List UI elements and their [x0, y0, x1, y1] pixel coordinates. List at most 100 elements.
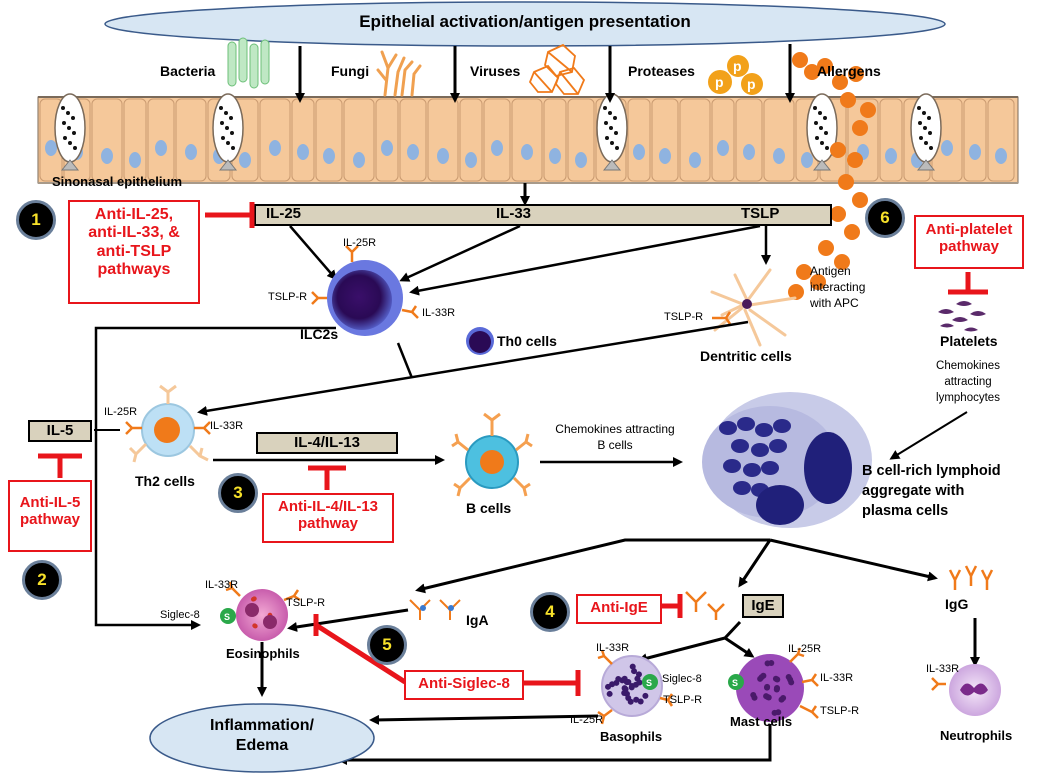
baso-siglec-glyph: S [646, 678, 652, 688]
platelets-label: Platelets [940, 333, 998, 349]
th2-input-lines [94, 320, 749, 630]
cell-nucleus [269, 140, 281, 156]
th2-il33r-label: IL-33R [210, 420, 244, 432]
protease-glyph-2: p [733, 58, 742, 74]
cell-nucleus [407, 144, 419, 160]
anti-siglec8-box: Anti-Siglec-8 [404, 670, 524, 700]
outcome-line-2: Edema [235, 737, 289, 754]
allergen-particle [804, 64, 820, 80]
bacteria-label: Bacteria [160, 63, 216, 79]
baso-il33r-label: IL-33R [596, 642, 630, 654]
eos-tslpr-label: TSLP-R [286, 597, 326, 609]
plasma-cell [743, 463, 761, 477]
cell-nucleus [801, 152, 813, 168]
epithelial-cell [291, 98, 315, 182]
th0-label: Th0 cells [497, 333, 557, 349]
protease-glyph-1: p [715, 74, 724, 90]
il4-il13-box: IL-4/IL-13 [256, 432, 398, 454]
cytokine-bar [254, 204, 832, 226]
epithelial-cell [735, 98, 763, 182]
il33-label: IL-33 [496, 205, 532, 222]
allergen-particle [860, 102, 876, 118]
basophils-label: Basophils [600, 729, 663, 744]
chemokine-bcell-note: Chemokines attracting B cells [550, 421, 680, 453]
cell-nucleus [129, 152, 141, 168]
proteases-icon: p p p [708, 55, 763, 95]
cell-nucleus [323, 148, 335, 164]
inhibitor-3 [308, 465, 346, 490]
th2-il25r-label: IL-25R [104, 406, 138, 418]
plasma-cell [773, 419, 791, 433]
epithelial-cell [651, 98, 679, 182]
outcome-ellipse [149, 703, 375, 773]
allergen-particle [852, 192, 868, 208]
allergen-particle [834, 254, 850, 270]
cell-nucleus [491, 140, 503, 156]
neutrophil-cell [931, 664, 1001, 716]
outcome-label: Inflammation/ Edema [150, 716, 374, 756]
plasma-cell [733, 481, 751, 495]
antibody-arrows [287, 538, 980, 667]
mast-il33r-label: IL-33R [820, 672, 854, 684]
fungi-icon [376, 50, 422, 97]
allergen-particle [847, 152, 863, 168]
allergen-particle [848, 66, 864, 82]
cell-nucleus [659, 148, 671, 164]
cell-nucleus [185, 144, 197, 160]
eosinophil-cell: S [220, 581, 301, 641]
chemo-lymph-line-2: attracting [944, 376, 992, 388]
step-number-6: 6 [865, 198, 905, 238]
epithelial-cell [343, 98, 375, 182]
allergen-particle [810, 274, 826, 290]
mast-siglec-glyph: S [732, 678, 738, 688]
cell-nucleus [45, 140, 57, 156]
ilc2-il33r-label: IL-33R [422, 307, 456, 319]
plasma-cell [769, 439, 787, 453]
proteases-label: Proteases [628, 63, 695, 79]
allergen-particle [844, 224, 860, 240]
cell-nucleus [689, 152, 701, 168]
epithelial-cell [543, 98, 567, 182]
protease-glyph-3: p [747, 76, 756, 92]
neut-il33r-label: IL-33R [926, 663, 960, 675]
cell-nucleus [549, 148, 561, 164]
chemokine-lymphocyte-note: Chemokines attracting lymphocytes [920, 358, 1016, 406]
cell-nucleus [633, 144, 645, 160]
epithelial-cell [679, 98, 711, 182]
step-number-3: 3 [218, 473, 258, 513]
il5-box: IL-5 [28, 420, 92, 442]
antigen-note-line-1: Antigen [810, 264, 851, 278]
cell-nucleus [575, 152, 587, 168]
dc-tslpr-label: TSLP-R [664, 311, 704, 323]
outcome-line-1: Inflammation/ [209, 717, 314, 734]
anti-il5-line-1: Anti-IL-5 [19, 494, 81, 511]
b-cells-label: B cells [466, 500, 512, 516]
epithelial-cell [511, 98, 543, 182]
plasma-cell [761, 461, 779, 475]
aggregate-note: B cell-rich lymphoid aggregate with plas… [862, 461, 1001, 521]
ige-box: IgE [742, 594, 784, 618]
epithelial-cell [459, 98, 483, 182]
eos-siglec8-label: Siglec-8 [160, 609, 200, 621]
mast-cell: S [728, 647, 819, 722]
plasma-cell [723, 459, 741, 473]
chemo-lymph-line-3: lymphocytes [936, 392, 1000, 404]
trigger-arrows [295, 44, 795, 206]
ige-molecules [685, 591, 725, 620]
allergen-particle [796, 264, 812, 280]
eos-il33r-label: IL-33R [205, 579, 239, 591]
inhibitor-5 [313, 614, 581, 696]
anti-platelet-line-2: pathway [938, 238, 999, 256]
inhibitor-6 [948, 272, 988, 295]
chemo-lymph-line-1: Chemokines [936, 360, 1000, 372]
antigen-note-line-3: with APC [810, 296, 859, 310]
allergen-particle [838, 174, 854, 190]
allergen-particle [852, 120, 868, 136]
plasma-cell [755, 423, 773, 437]
allergen-particle [817, 58, 833, 74]
th2-cell [125, 384, 211, 463]
fungi-label: Fungi [331, 63, 370, 79]
epithelium-label: Sinonasal epithelium [52, 174, 183, 189]
step-number-5: 5 [367, 625, 407, 665]
